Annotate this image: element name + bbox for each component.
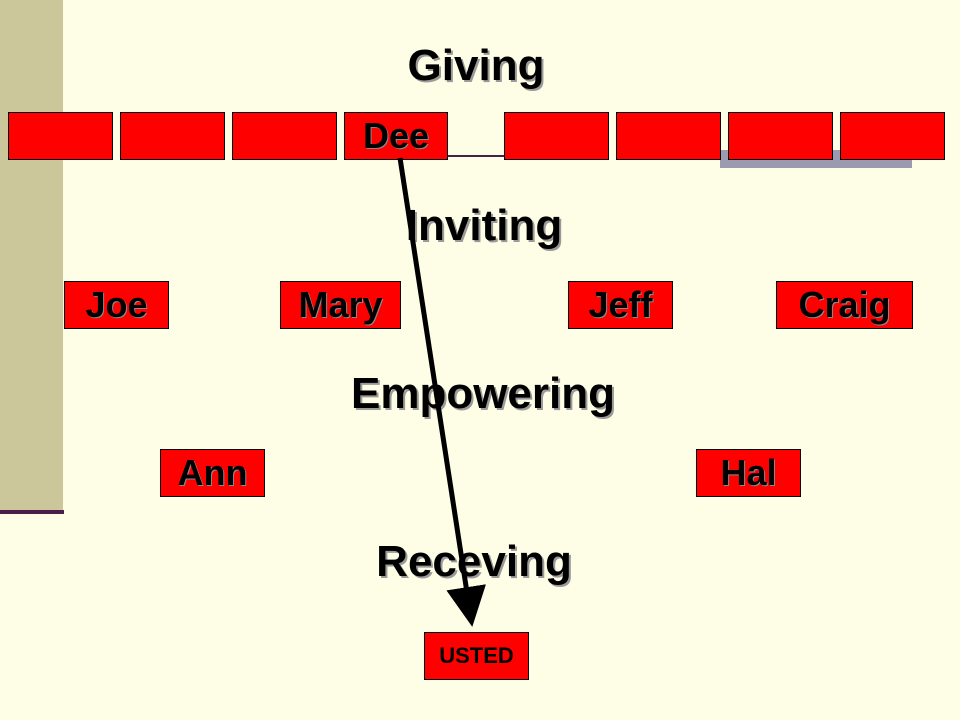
box-ann: Ann: [160, 449, 265, 497]
top-box-1: [8, 112, 113, 160]
side-accent-underline: [0, 510, 64, 514]
top-box-7: [728, 112, 833, 160]
top-box-3: [232, 112, 337, 160]
top-box-2: [120, 112, 225, 160]
box-craig: Craig: [776, 281, 913, 329]
box-hal: Hal: [696, 449, 801, 497]
top-box-dee: Dee: [344, 112, 448, 160]
heading-empowering: Empowering: [350, 369, 616, 418]
heading-receiving: Receving: [376, 537, 572, 586]
top-box-8: [840, 112, 945, 160]
box-mary: Mary: [280, 281, 401, 329]
connector-line: [448, 155, 504, 157]
side-accent-bar: [0, 0, 63, 510]
box-usted: USTED: [424, 632, 529, 680]
box-jeff: Jeff: [568, 281, 673, 329]
heading-inviting: Inviting: [405, 201, 563, 250]
top-box-6: [616, 112, 721, 160]
box-joe: Joe: [64, 281, 169, 329]
heading-giving: Giving: [407, 41, 545, 90]
top-box-5: [504, 112, 609, 160]
